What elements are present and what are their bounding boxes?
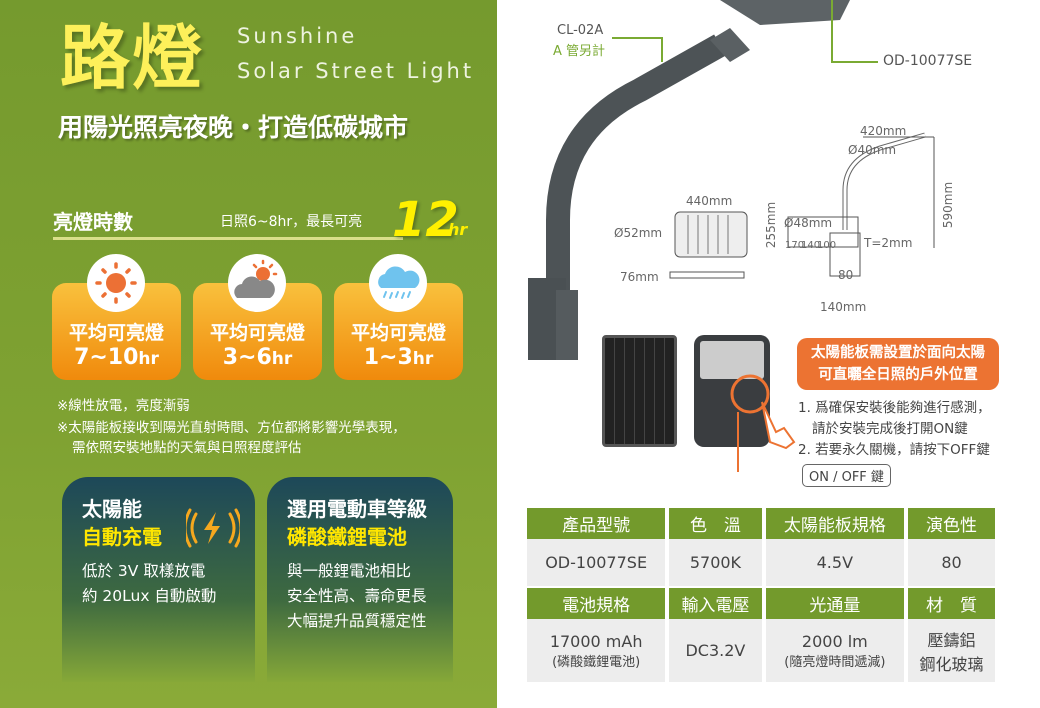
spec-header: 產品型號 xyxy=(527,508,666,539)
spec-model: OD-10077SE xyxy=(527,539,666,586)
dim-40: Ø40mm xyxy=(848,143,897,157)
card-value: 7~10 xyxy=(74,345,139,370)
spec-header: 太陽能板規格 xyxy=(765,508,905,539)
spec-main: 17000 mAh xyxy=(549,631,643,651)
spec-header: 輸入電壓 xyxy=(669,588,762,619)
note-1: ※線性放電，亮度漸弱 xyxy=(57,398,190,414)
dim-590: 590mm xyxy=(941,181,956,229)
feature-title: 選用電動車等級 xyxy=(287,497,427,521)
dim-420: 420mm xyxy=(860,124,907,138)
charging-bolt-icon xyxy=(183,508,243,552)
title-en-2: Solar Street Light xyxy=(237,59,475,83)
spec-header: 材 質 xyxy=(908,588,995,619)
card-unit: hr xyxy=(138,349,159,369)
page-title: 路燈 xyxy=(60,17,204,99)
feature-line: 與一般鋰電池相比 xyxy=(287,562,412,580)
solar-panel-image xyxy=(602,335,677,447)
spec-material: 壓鑄鋁鋼化玻璃 xyxy=(908,619,995,682)
warning-line: 太陽能板需設置於面向太陽 xyxy=(811,345,985,361)
feature-line: 大幅提升品質穩定性 xyxy=(287,612,427,630)
card-label: 平均可亮燈 xyxy=(350,322,446,344)
feature-highlight: 自動充電 xyxy=(82,525,162,549)
sun-text: 日照6~8hr，最長可亮 xyxy=(220,214,363,230)
spec-header: 演色性 xyxy=(908,508,995,539)
spec-color-temp: 5700K xyxy=(669,539,762,586)
spec-main: 2000 lm xyxy=(801,631,868,651)
dim-t2: T=2mm xyxy=(864,236,913,250)
feature-line: 安全性高、壽命更長 xyxy=(287,587,427,605)
max-hours: 12 xyxy=(392,192,459,248)
spec-main: 壓鑄鋁 xyxy=(927,630,976,650)
title-en-1: Sunshine xyxy=(237,24,358,48)
card-unit: hr xyxy=(271,349,293,369)
card-label: 平均可亮燈 xyxy=(209,322,305,344)
feature-title: 太陽能 xyxy=(82,497,142,521)
note-3: 需依照安裝地點的天氣與日照程度評估 xyxy=(72,440,302,456)
sun-icon xyxy=(87,254,145,312)
card-value: 3~6 xyxy=(222,345,272,370)
feature-lifepo4-battery: 選用電動車等級 磷酸鐵鋰電池 與一般鋰電池相比 安全性高、壽命更長 大幅提升品質… xyxy=(267,477,453,682)
partly-cloudy-icon xyxy=(228,254,286,312)
dim-140mm: 140mm xyxy=(820,300,867,314)
lamp-model-label: OD-10077SE xyxy=(883,53,973,69)
pole-model: CL-02A xyxy=(557,23,604,38)
spec-lumen: 2000 lm (隨亮燈時間遞減) xyxy=(765,619,905,682)
spec-sub: (磷酸鐵鋰電池) xyxy=(552,654,641,670)
dim-170: 170 xyxy=(785,240,805,251)
note-2: ※太陽能板接收到陽光直射時間、方位都將影響光學表現， xyxy=(57,420,406,436)
feature-line: 約 20Lux 自動啟動 xyxy=(82,587,217,605)
install-steps: 1. 爲確保安裝後能夠進行感測， 請於安裝完成後打開ON鍵 2. 若要永久關機，請按… xyxy=(798,398,991,461)
dim-80: 80 xyxy=(838,268,854,282)
feature-line: 低於 3V 取樣放電 xyxy=(82,562,206,580)
spec-header: 電池規格 xyxy=(527,588,666,619)
step: 請於安裝完成後打開ON鍵 xyxy=(812,421,968,437)
spec-voltage: DC3.2V xyxy=(669,619,762,682)
card-unit: hr xyxy=(412,349,434,369)
card-label: 平均可亮燈 xyxy=(68,322,164,344)
install-warning: 太陽能板需設置於面向太陽可直曬全日照的戶外位置 xyxy=(797,338,999,390)
pointer-hand-icon xyxy=(730,374,796,472)
card-value: 1~3 xyxy=(363,345,413,370)
spec-sub: 鋼化玻璃 xyxy=(919,654,984,674)
spec-solar-panel: 4.5V xyxy=(765,539,905,586)
spec-main: DC3.2V xyxy=(685,641,746,660)
spec-header: 色 溫 xyxy=(669,508,762,539)
rain-cloud-icon xyxy=(369,254,427,312)
pole-illustration xyxy=(528,0,935,360)
divider xyxy=(53,237,403,240)
dim-140: 140 xyxy=(801,240,821,251)
dim-255: 255mm xyxy=(764,201,779,249)
step: 2. 若要永久關機，請按下OFF鍵 xyxy=(798,442,990,458)
max-hours-unit: hr xyxy=(448,220,468,239)
pole-note: A 管另計 xyxy=(553,44,606,59)
subtitle: 用陽光照亮夜晚・打造低碳城市 xyxy=(58,113,409,142)
feature-highlight: 磷酸鐵鋰電池 xyxy=(287,525,407,549)
dim-76: 76mm xyxy=(620,270,659,284)
dim-48: Ø48mm xyxy=(784,216,833,230)
dim-100: 100 xyxy=(817,240,837,251)
spec-battery: 17000 mAh (磷酸鐵鋰電池) xyxy=(527,619,666,682)
hours-heading: 亮燈時數 xyxy=(53,210,133,234)
feature-solar-charging: 太陽能 自動充電 低於 3V 取樣放電 約 20Lux 自動啟動 xyxy=(62,477,255,682)
on-off-button-label: ON / OFF 鍵 xyxy=(802,464,891,487)
dim-440: 440mm xyxy=(686,194,733,208)
warning-line: 可直曬全日照的戶外位置 xyxy=(818,367,978,383)
spec-sub: (隨亮燈時間遞減) xyxy=(784,654,886,670)
spec-header: 光通量 xyxy=(765,588,905,619)
dim-52: Ø52mm xyxy=(614,226,663,240)
step: 1. 爲確保安裝後能夠進行感測， xyxy=(798,400,991,416)
spec-cri: 80 xyxy=(908,539,995,586)
